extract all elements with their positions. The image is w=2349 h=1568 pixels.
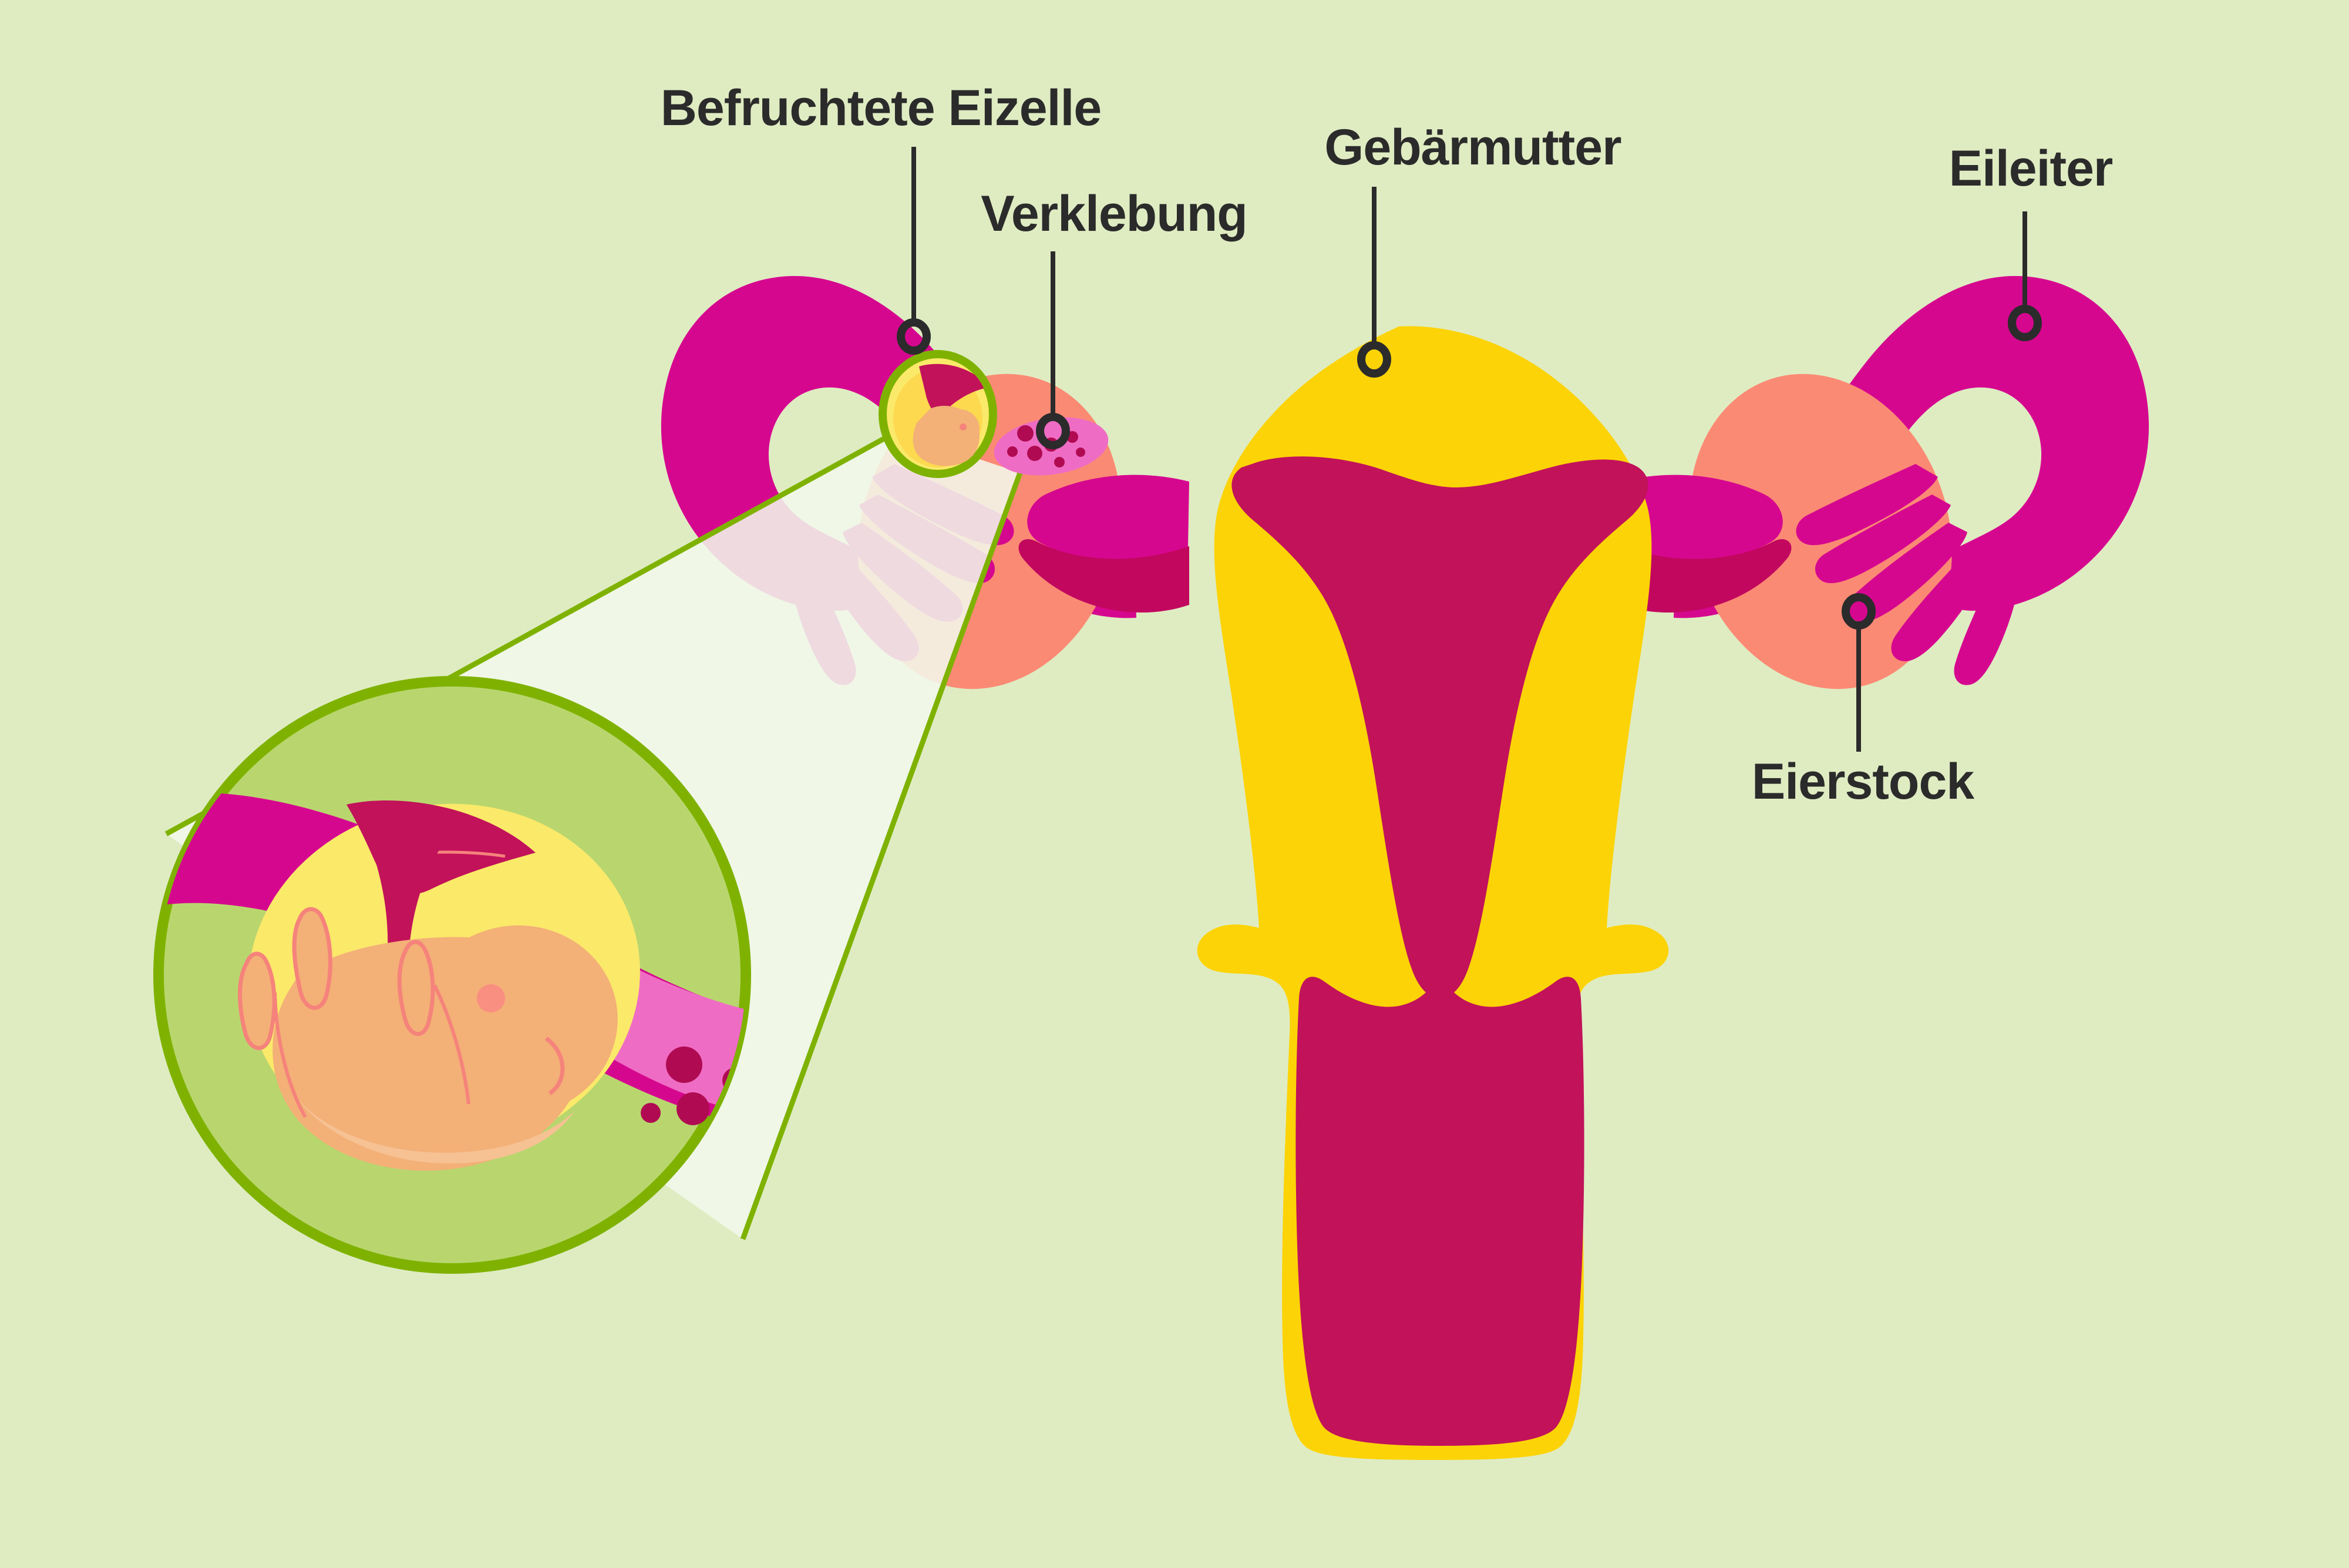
label-gebaermutter: Gebärmutter: [1324, 119, 1621, 176]
callout-verklebung[interactable]: Verklebung: [981, 186, 1248, 449]
inset-embryo-limb: [397, 940, 435, 1036]
inset-embryo-limb: [433, 984, 470, 1105]
inset-embryo-limb: [292, 907, 332, 1010]
callout-eileiter[interactable]: Eileiter: [1949, 140, 2114, 341]
inset-embryo-ear: [544, 1037, 565, 1095]
small-egg-embryo-eye: [960, 423, 967, 430]
label-verklebung: Verklebung: [981, 186, 1247, 242]
cervical-cavity: [1295, 975, 1584, 1446]
callout-befruchtete-eizelle[interactable]: Befruchtete Eizelle: [661, 80, 1102, 355]
cone-edge-right: [740, 472, 1023, 1240]
inset-adhesion-spot: [666, 1047, 702, 1083]
adhesion-spot: [1017, 425, 1034, 442]
leader-endpoint-icon: [1357, 341, 1391, 378]
label-befruchtete-eizelle: Befruchtete Eizelle: [661, 80, 1101, 136]
callout-eierstock[interactable]: Eierstock: [1752, 593, 1975, 810]
callout-gebaermutter[interactable]: Gebärmutter: [1324, 119, 1622, 378]
inset-embryo-limb: [238, 951, 277, 1050]
small-egg-embryo-head: [940, 409, 980, 448]
adhesion-spot: [1007, 446, 1018, 457]
small-fertilized-egg: [879, 350, 997, 478]
inset-embryo-head: [416, 925, 618, 1116]
inset-adhesion-spot: [677, 1092, 709, 1125]
callouts: Befruchtete Eizelle Verklebung Gebärmutt…: [661, 80, 2114, 810]
adhesion-spot: [1054, 457, 1065, 467]
adhesion-spot: [1076, 447, 1085, 457]
adhesion-spot: [1027, 446, 1042, 461]
right-adnexa: [1674, 275, 2149, 689]
leader-endpoint-icon: [1036, 413, 1070, 449]
uterine-cavity-upper: [1231, 456, 1648, 998]
inset-umbilical-cord: [352, 806, 453, 995]
inset-magnifier: [153, 676, 751, 1274]
inset-adhesion-spot: [641, 1103, 661, 1123]
inset-embryo-eye: [477, 984, 505, 1012]
leader-endpoint-icon: [897, 318, 931, 355]
tube-neck-left: [1027, 475, 1189, 561]
leader-endpoint-icon: [1842, 593, 1876, 630]
inset-embryo-limb: [273, 992, 307, 1118]
label-eileiter: Eileiter: [1949, 140, 2113, 197]
uterus-group: [1197, 326, 1669, 1461]
fimbriae-right: [1796, 464, 2019, 685]
tube-shadow-right: [1621, 539, 1792, 613]
tube-neck-right: [1621, 475, 1783, 561]
label-eierstock: Eierstock: [1752, 753, 1974, 810]
leader-endpoint-icon: [2008, 305, 2042, 341]
tube-shadow-left: [1018, 539, 1189, 613]
inset-embryo-belly: [294, 1093, 574, 1164]
